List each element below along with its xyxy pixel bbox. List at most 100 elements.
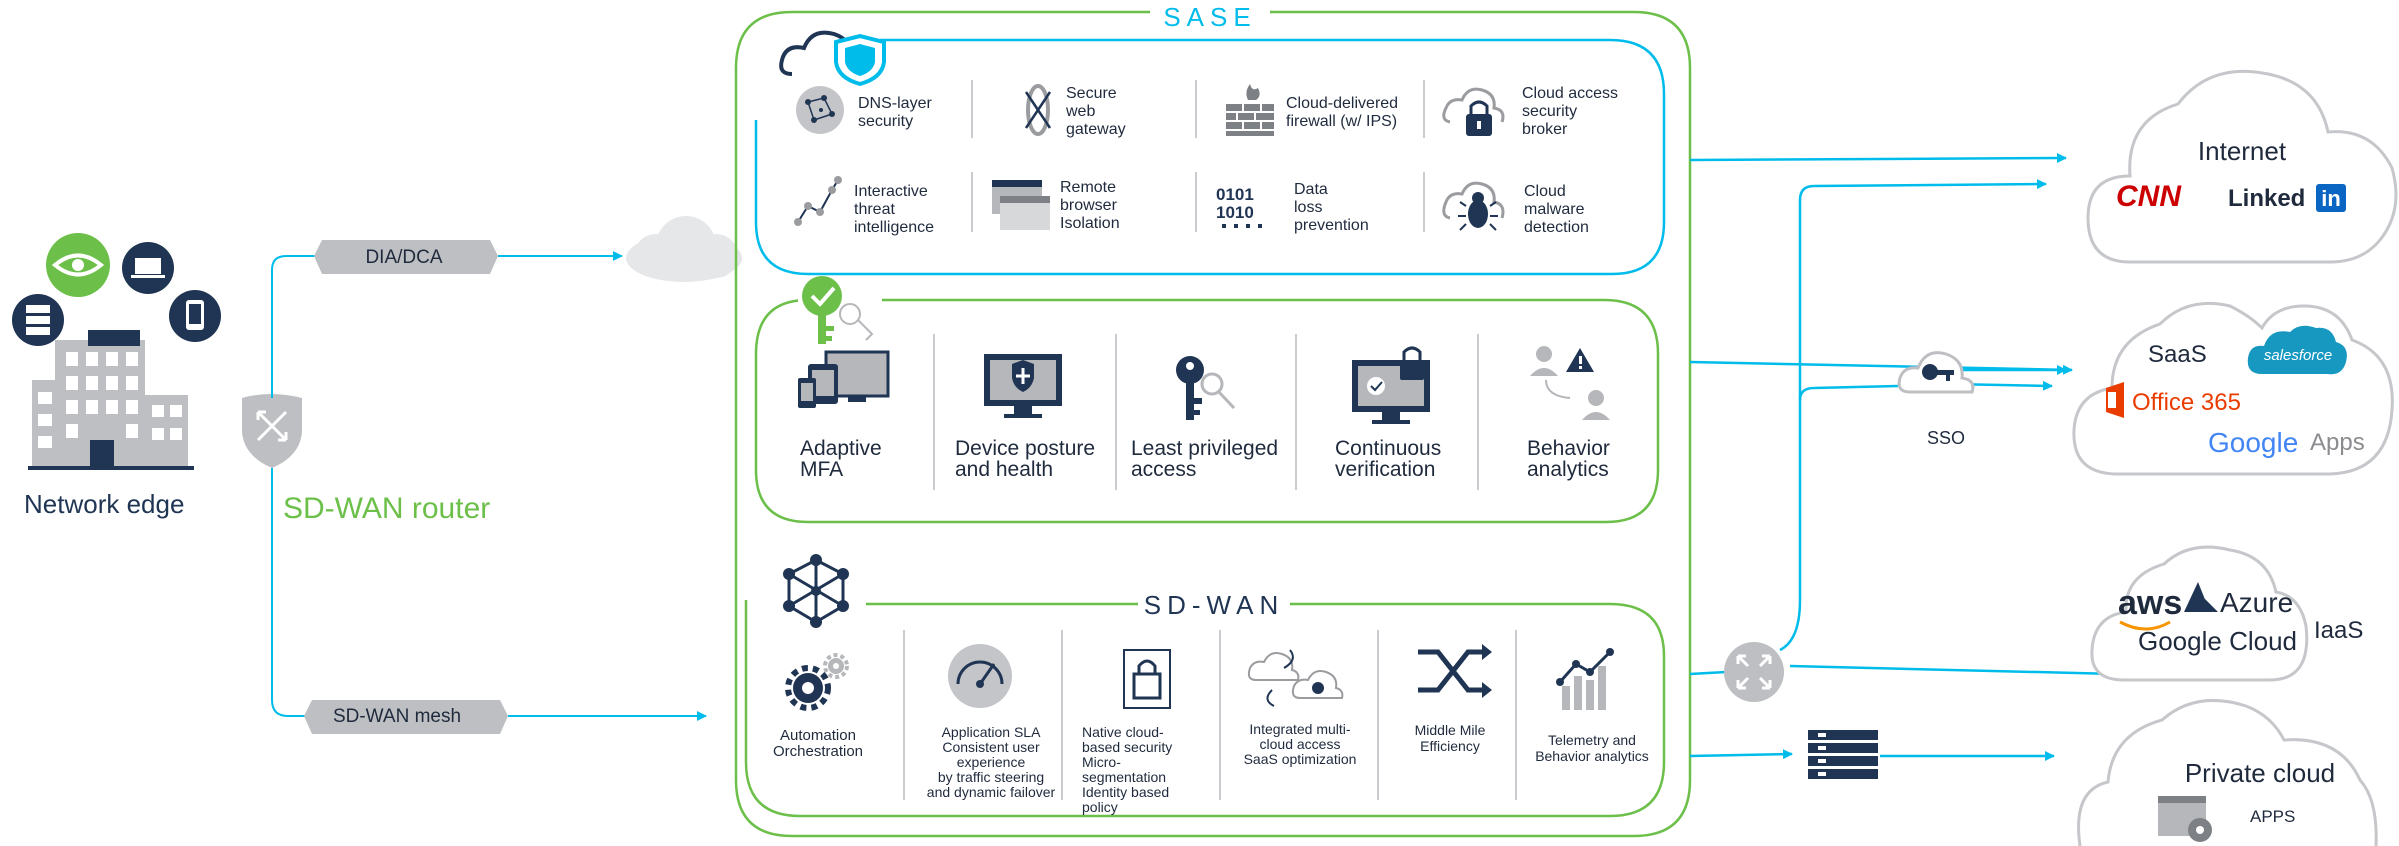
eye-icon <box>46 233 110 297</box>
iaas-cloud <box>2090 545 2309 682</box>
svg-text:Remote: Remote <box>1060 179 1116 196</box>
apps-label: APPS <box>2250 807 2295 826</box>
svg-text:Data: Data <box>1294 181 1328 198</box>
svg-text:Least privileged: Least privileged <box>1131 437 1278 460</box>
cloud-shield-icon <box>779 30 886 87</box>
dia-dca-label: DIA/DCA <box>365 247 442 268</box>
gears-icon <box>785 653 849 711</box>
svg-text:policy: policy <box>1082 799 1118 815</box>
svg-text:Device posture: Device posture <box>955 437 1095 460</box>
router-icon <box>1724 642 1784 702</box>
svg-text:Secure: Secure <box>1066 85 1117 102</box>
svg-text:Micro-: Micro- <box>1082 754 1121 770</box>
shuffle-icon <box>1418 644 1492 698</box>
svg-text:Application SLA: Application SLA <box>942 724 1042 740</box>
svg-text:cloud access: cloud access <box>1260 736 1341 752</box>
svg-text:Cloud: Cloud <box>1524 183 1566 200</box>
dns-icon <box>796 86 844 134</box>
building-icon <box>28 330 194 470</box>
svg-text:Orchestration: Orchestration <box>773 743 863 760</box>
devices-icon <box>798 350 890 408</box>
key-icon <box>1176 356 1236 420</box>
svg-text:web: web <box>1065 103 1095 120</box>
sase-title: SASE <box>1163 2 1256 32</box>
svg-text:Interactive: Interactive <box>854 183 928 200</box>
linkedin-logo: Linked <box>2228 185 2305 212</box>
internet-title: Internet <box>2198 136 2287 166</box>
svg-text:based security: based security <box>1082 739 1172 755</box>
azure-icon <box>2184 582 2218 612</box>
zero-trust-panel <box>754 294 1660 524</box>
svg-text:1010: 1010 <box>1216 203 1254 222</box>
firewall-icon <box>1226 84 1274 136</box>
svg-text:browser: browser <box>1060 197 1118 214</box>
threat-graph-icon <box>794 176 842 226</box>
svg-text:gateway: gateway <box>1066 121 1126 138</box>
svg-text:DNS-layer: DNS-layer <box>858 95 932 112</box>
iaas-label: IaaS <box>2314 617 2363 644</box>
phone-icon <box>169 290 221 342</box>
svg-text:malware: malware <box>1524 201 1585 218</box>
svg-text:Behavior analytics: Behavior analytics <box>1535 748 1649 764</box>
hub-network-icon <box>783 554 849 628</box>
svg-text:SaaS optimization: SaaS optimization <box>1244 751 1357 767</box>
svg-text:access: access <box>1131 458 1196 481</box>
bar-chart-icon <box>1556 648 1614 710</box>
key-check-icon <box>802 276 874 344</box>
private-cloud-title: Private cloud <box>2185 758 2335 788</box>
svg-text:Integrated multi-: Integrated multi- <box>1249 721 1350 737</box>
binary-icon: 0101 1010 <box>1216 185 1262 228</box>
google-logo: Google <box>2208 427 2298 458</box>
svg-text:segmentation: segmentation <box>1082 769 1166 785</box>
internet-cloud <box>2086 69 2398 264</box>
svg-text:by traffic steering: by traffic steering <box>938 769 1044 785</box>
monitor-lock-icon <box>1352 346 1430 424</box>
users-warning-icon <box>1530 346 1610 420</box>
svg-text:Telemetry and: Telemetry and <box>1548 732 1636 748</box>
svg-text:and dynamic failover: and dynamic failover <box>927 784 1056 800</box>
server-icon <box>12 294 64 346</box>
svg-text:Identity based: Identity based <box>1082 784 1169 800</box>
svg-text:firewall (w/ IPS): firewall (w/ IPS) <box>1286 113 1397 130</box>
svg-text:security: security <box>858 113 913 130</box>
salesforce-logo: salesforce <box>2264 347 2332 364</box>
svg-text:Cloud-delivered: Cloud-delivered <box>1286 95 1398 112</box>
svg-text:analytics: analytics <box>1527 458 1609 481</box>
aws-smile <box>2119 620 2171 631</box>
google-apps-label: Apps <box>2310 429 2365 456</box>
svg-text:loss: loss <box>1294 199 1322 216</box>
svg-text:Isolation: Isolation <box>1060 215 1120 232</box>
browser-icon <box>992 180 1050 230</box>
svg-text:Adaptive: Adaptive <box>800 437 882 460</box>
svg-text:threat: threat <box>854 201 895 218</box>
sso-cloud-icon <box>1897 351 1975 394</box>
svg-text:broker: broker <box>1522 121 1568 138</box>
svg-text:Cloud access: Cloud access <box>1522 85 1618 102</box>
salesforce-logo-cloud <box>2247 325 2347 375</box>
sdwan-panel <box>744 590 1666 818</box>
casb-icon <box>1442 87 1505 136</box>
building-label: Network edge <box>24 489 184 519</box>
office-icon <box>2106 382 2124 418</box>
sdwan-label-security: Native cloud-based securityMicro-segment… <box>1082 724 1172 815</box>
svg-text:experience: experience <box>957 754 1026 770</box>
svg-text:security: security <box>1522 103 1577 120</box>
security-services-panel <box>754 38 1666 276</box>
azure-logo: Azure <box>2220 587 2293 618</box>
svg-text:prevention: prevention <box>1294 217 1369 234</box>
monitor-shield-icon <box>984 354 1062 418</box>
svg-text:Native cloud-: Native cloud- <box>1082 724 1164 740</box>
office365-logo: Office 365 <box>2132 389 2241 416</box>
svg-text:detection: detection <box>1524 219 1589 236</box>
data-center-icon <box>1806 730 1880 780</box>
